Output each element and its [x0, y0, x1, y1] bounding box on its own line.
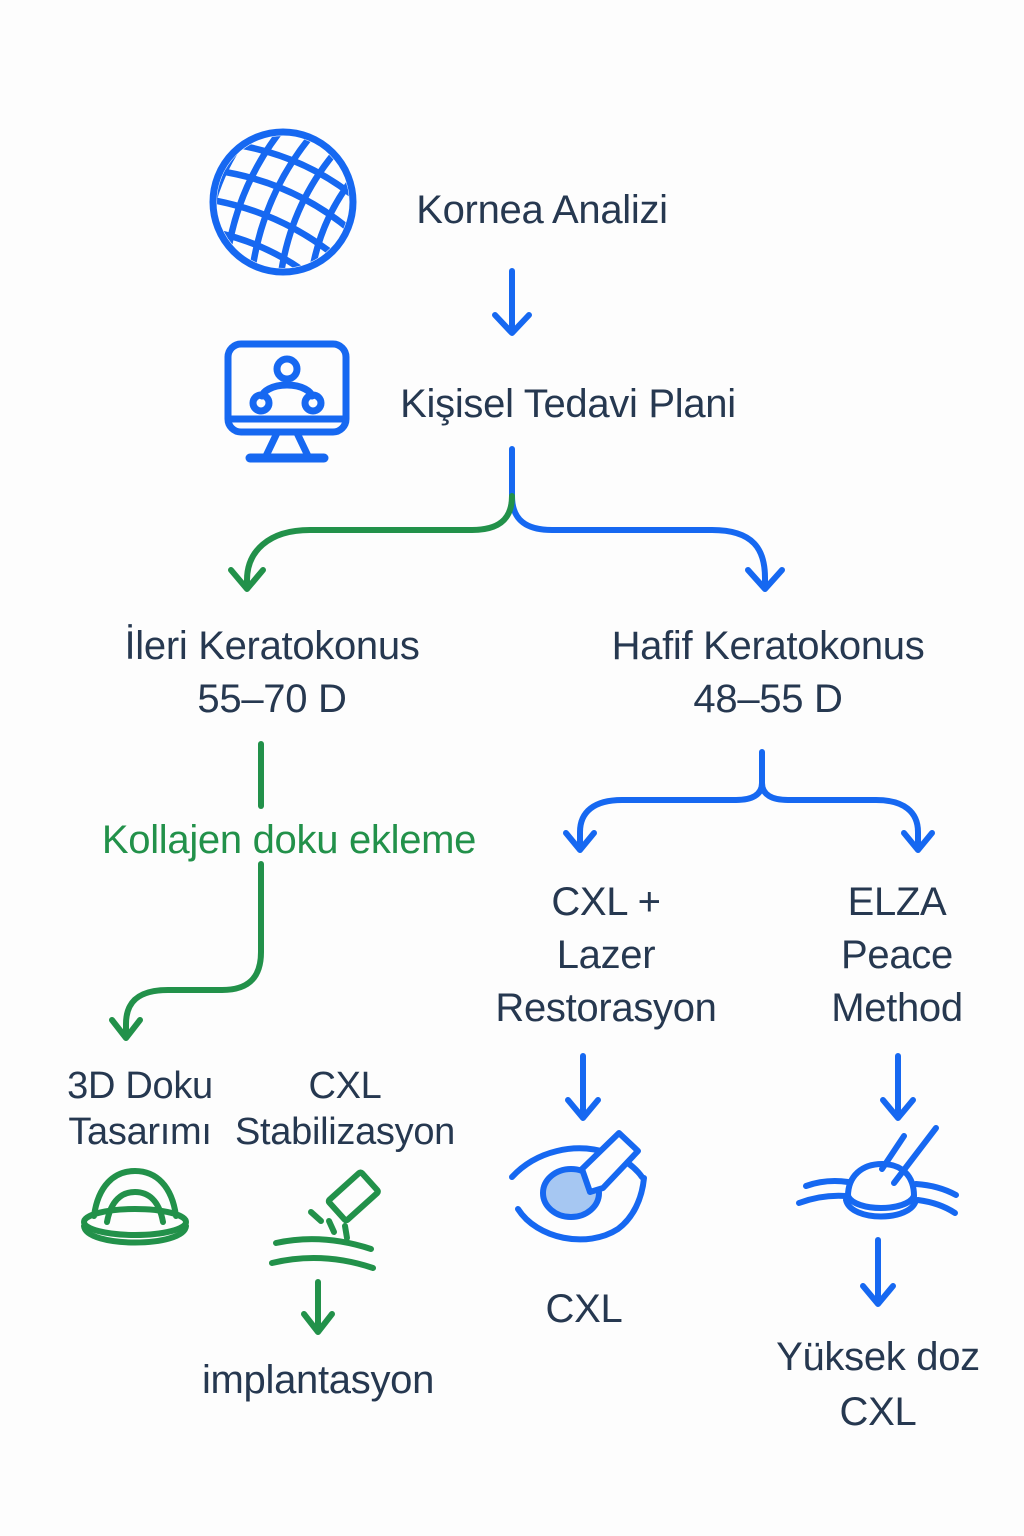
node-kisisel-tedavi-plani: Kişisel Tedavi Plani — [400, 382, 736, 426]
node-hafif-keratokonus: Hafif Keratokonus 48–55 D — [612, 620, 925, 726]
blue-connectors — [492, 268, 935, 1307]
node-cxl-lazer-restorasyon: CXL + Lazer Restorasyon — [495, 876, 717, 1035]
uv-crosslinking-icon — [269, 1169, 381, 1271]
node-line: Yüksek doz — [776, 1335, 980, 1379]
node-line: Stabilizasyon — [235, 1111, 455, 1153]
node-kollajen-doku-ekleme: Kollajen doku ekleme — [101, 818, 477, 862]
arrow-kollajen-to-doku — [123, 861, 264, 1035]
node-line: 55–70 D — [197, 677, 347, 721]
node-line: CXL + — [551, 880, 661, 924]
arrow-hafif-to-cxllazer — [577, 749, 765, 848]
node-line: CXL — [839, 1390, 917, 1434]
node-line: CXL — [308, 1065, 382, 1107]
node-line: Lazer — [556, 933, 656, 977]
node-line: Restorasyon — [495, 986, 717, 1030]
node-ileri-keratokonus: İleri Keratokonus 55–70 D — [124, 620, 419, 726]
node-line: İleri Keratokonus — [124, 624, 420, 668]
node-kornea-analizi: Kornea Analizi — [416, 188, 668, 232]
tissue-dome-icon — [81, 1168, 189, 1246]
node-yuksek-doz-cxl: Yüksek doz CXL — [776, 1330, 980, 1440]
cornea-probe-icon — [796, 1125, 959, 1220]
node-3d-doku-tasarimi: 3D Doku Tasarımı — [67, 1063, 213, 1155]
node-line: Hafif Keratokonus — [611, 624, 925, 668]
node-cxl-stabilizasyon: CXL Stabilizasyon — [235, 1063, 455, 1155]
node-line: Peace — [841, 933, 953, 977]
arrow-plan-to-hafif — [509, 446, 768, 587]
arrow-plan-to-ileri — [244, 493, 515, 587]
node-line: Method — [831, 986, 963, 1030]
node-line: ELZA — [847, 880, 947, 924]
node-line: 3D Doku — [67, 1065, 213, 1107]
cornea-topography-icon — [209, 128, 357, 276]
node-line: Tasarımı — [68, 1111, 212, 1153]
treatment-plan-monitor-icon — [224, 340, 350, 463]
arrow-hafif-to-elza — [759, 780, 921, 848]
node-cxl: CXL — [545, 1287, 623, 1331]
eye-laser-icon — [509, 1130, 647, 1243]
green-connectors — [109, 493, 515, 1335]
node-elza-peace-method: ELZA Peace Method — [831, 876, 963, 1035]
node-implantasyon: implantasyon — [201, 1358, 435, 1402]
node-line: 48–55 D — [693, 677, 843, 721]
